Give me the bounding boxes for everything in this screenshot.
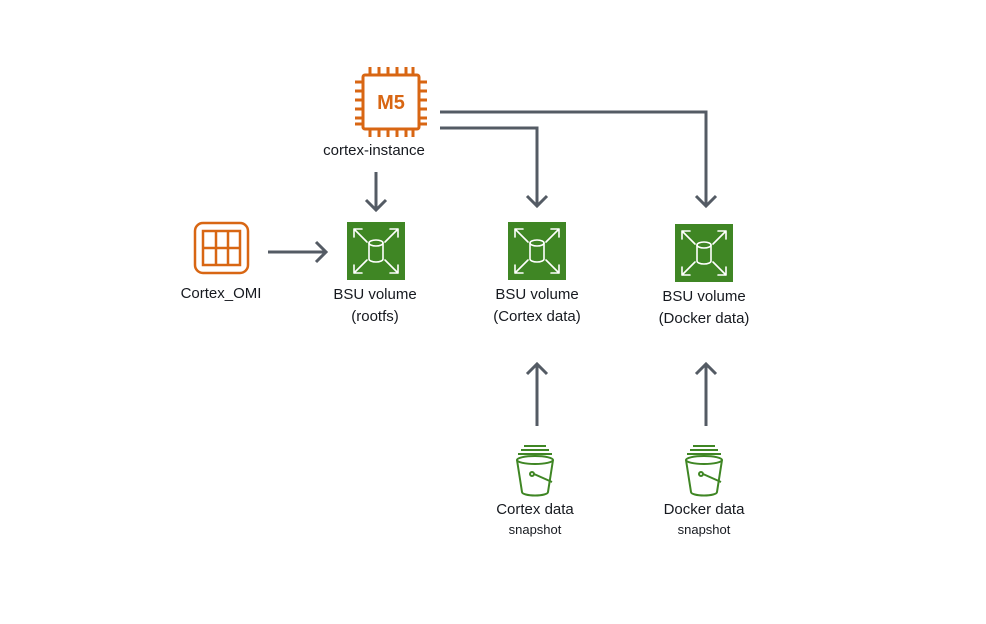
snapshot-bucket-icon [515,445,555,497]
volume-cortex-subtitle: (Cortex data) [493,308,581,325]
ebs-volume-icon [347,222,405,280]
arrow-instance-to-cortex-volume [440,126,549,209]
snapshot-cortex-title: Cortex data [496,501,574,518]
snapshot-docker-subtitle: snapshot [678,522,731,537]
machine-image-icon [193,221,250,275]
volume-docker-subtitle: (Docker data) [659,310,750,327]
snapshot-docker-title: Docker data [664,501,746,518]
snapshot-bucket-icon [684,445,724,497]
volume-rootfs-title: BSU volume [333,286,416,303]
ebs-volume-icon [508,222,566,280]
arrow-docker-snapshot-to-volume [694,361,718,426]
arrow-instance-to-rootfs [364,172,388,213]
instance-name: cortex-instance [323,142,425,159]
volume-rootfs-subtitle: (rootfs) [351,308,399,325]
arrow-cortex-snapshot-to-volume [525,361,549,426]
volume-cortex-title: BSU volume [495,286,578,303]
instance-chip-label: M5 [377,92,405,114]
ami-name: Cortex_OMI [181,285,262,302]
connectors [268,110,718,426]
ebs-volume-icon [675,224,733,282]
snapshot-cortex-subtitle: snapshot [509,522,562,537]
arrow-ami-to-rootfs [268,240,329,264]
ec2-instance-chip-icon [355,67,427,137]
arrow-instance-to-docker-volume [440,110,718,209]
volume-docker-title: BSU volume [662,288,745,305]
